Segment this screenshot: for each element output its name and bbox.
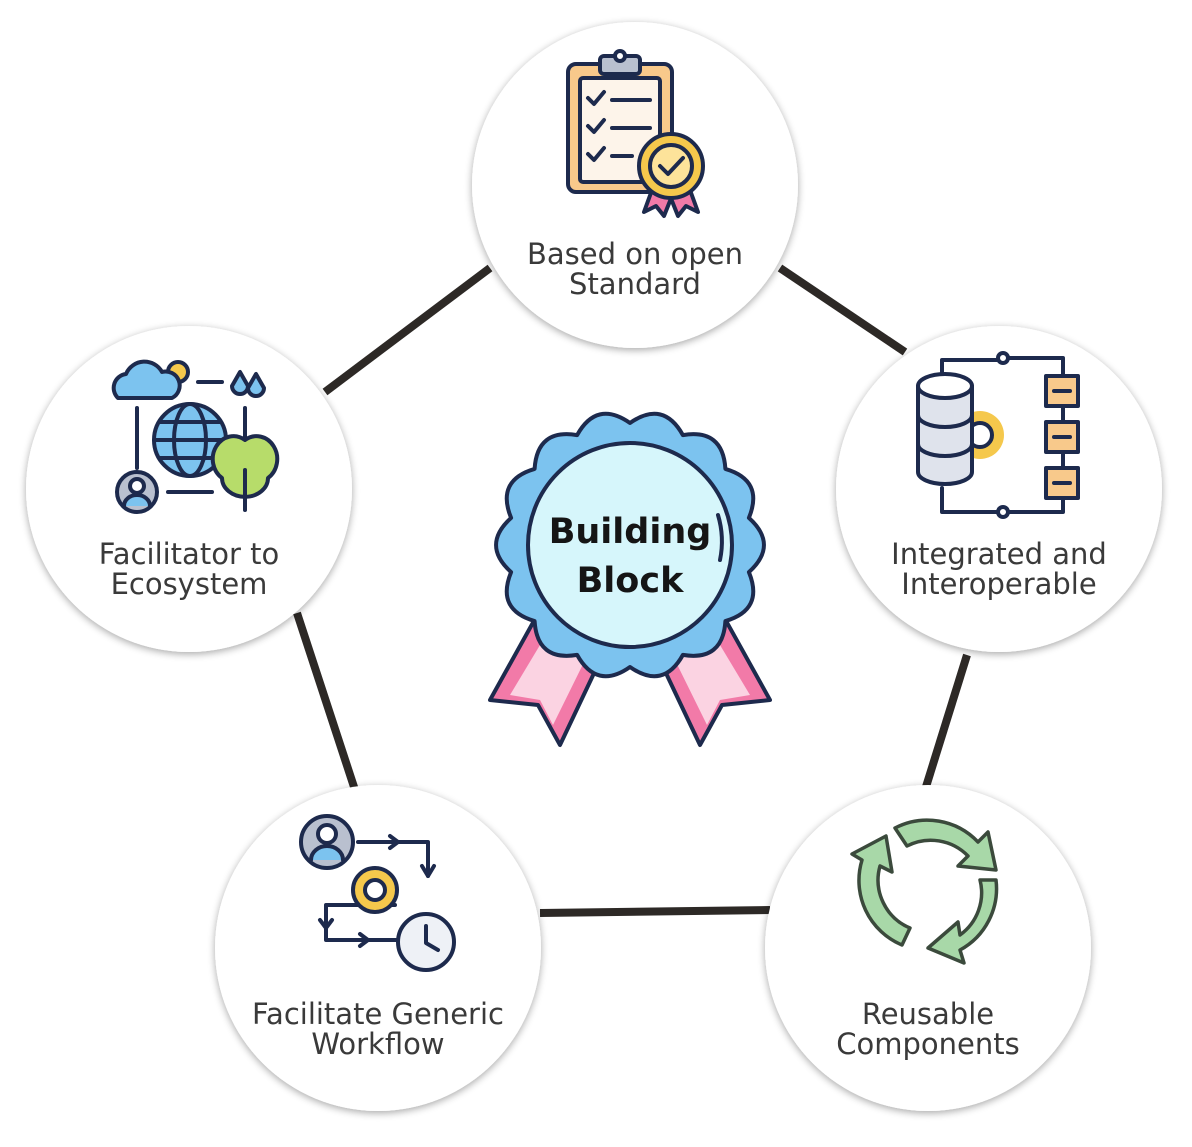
globe-ecosystem-icon: [111, 359, 280, 514]
node-label-line2: Workflow: [311, 1027, 444, 1061]
badge-inner-ring: [526, 441, 734, 649]
node-label-line1: Based on open: [527, 237, 743, 271]
node-label-line1: Facilitator to: [99, 537, 279, 571]
recycle-arrows-icon: [850, 818, 999, 965]
node-label-line1: Integrated and: [891, 537, 1107, 571]
node-label-line2: Standard: [569, 267, 701, 301]
node-label-line2: Interoperable: [901, 567, 1096, 601]
node-integrated: Integrated and Interoperable: [836, 326, 1162, 652]
connector-bottom: [539, 906, 771, 917]
database-gear-icon: [916, 351, 1080, 519]
connector-top-right: [777, 264, 908, 356]
node-open-standard: Based on open Standard: [472, 22, 798, 348]
node-label-line2: Ecosystem: [111, 567, 268, 601]
node-label-line1: Reusable: [862, 997, 994, 1031]
node-reusable: Reusable Components: [765, 785, 1091, 1111]
connector-left-bottom: [293, 611, 359, 792]
connector-left-top: [322, 264, 493, 396]
connector-right-bottom: [921, 653, 971, 792]
clipboard-certified-icon: [566, 49, 705, 218]
center-title-line1: Building: [549, 512, 712, 552]
center-badge: Building Block: [488, 411, 772, 747]
node-circle: [26, 326, 352, 652]
workflow-gear-icon: [299, 814, 456, 972]
connectors: [293, 264, 971, 917]
badge-highlight: [716, 513, 724, 562]
node-circle: [836, 326, 1162, 652]
node-circle: [215, 785, 541, 1111]
node-label-line1: Facilitate Generic: [252, 997, 504, 1031]
node-workflow: Facilitate Generic Workflow: [215, 785, 541, 1111]
node-label-line2: Components: [836, 1027, 1019, 1061]
node-ecosystem: Facilitator to Ecosystem: [26, 326, 352, 652]
center-title-line2: Block: [577, 561, 684, 601]
